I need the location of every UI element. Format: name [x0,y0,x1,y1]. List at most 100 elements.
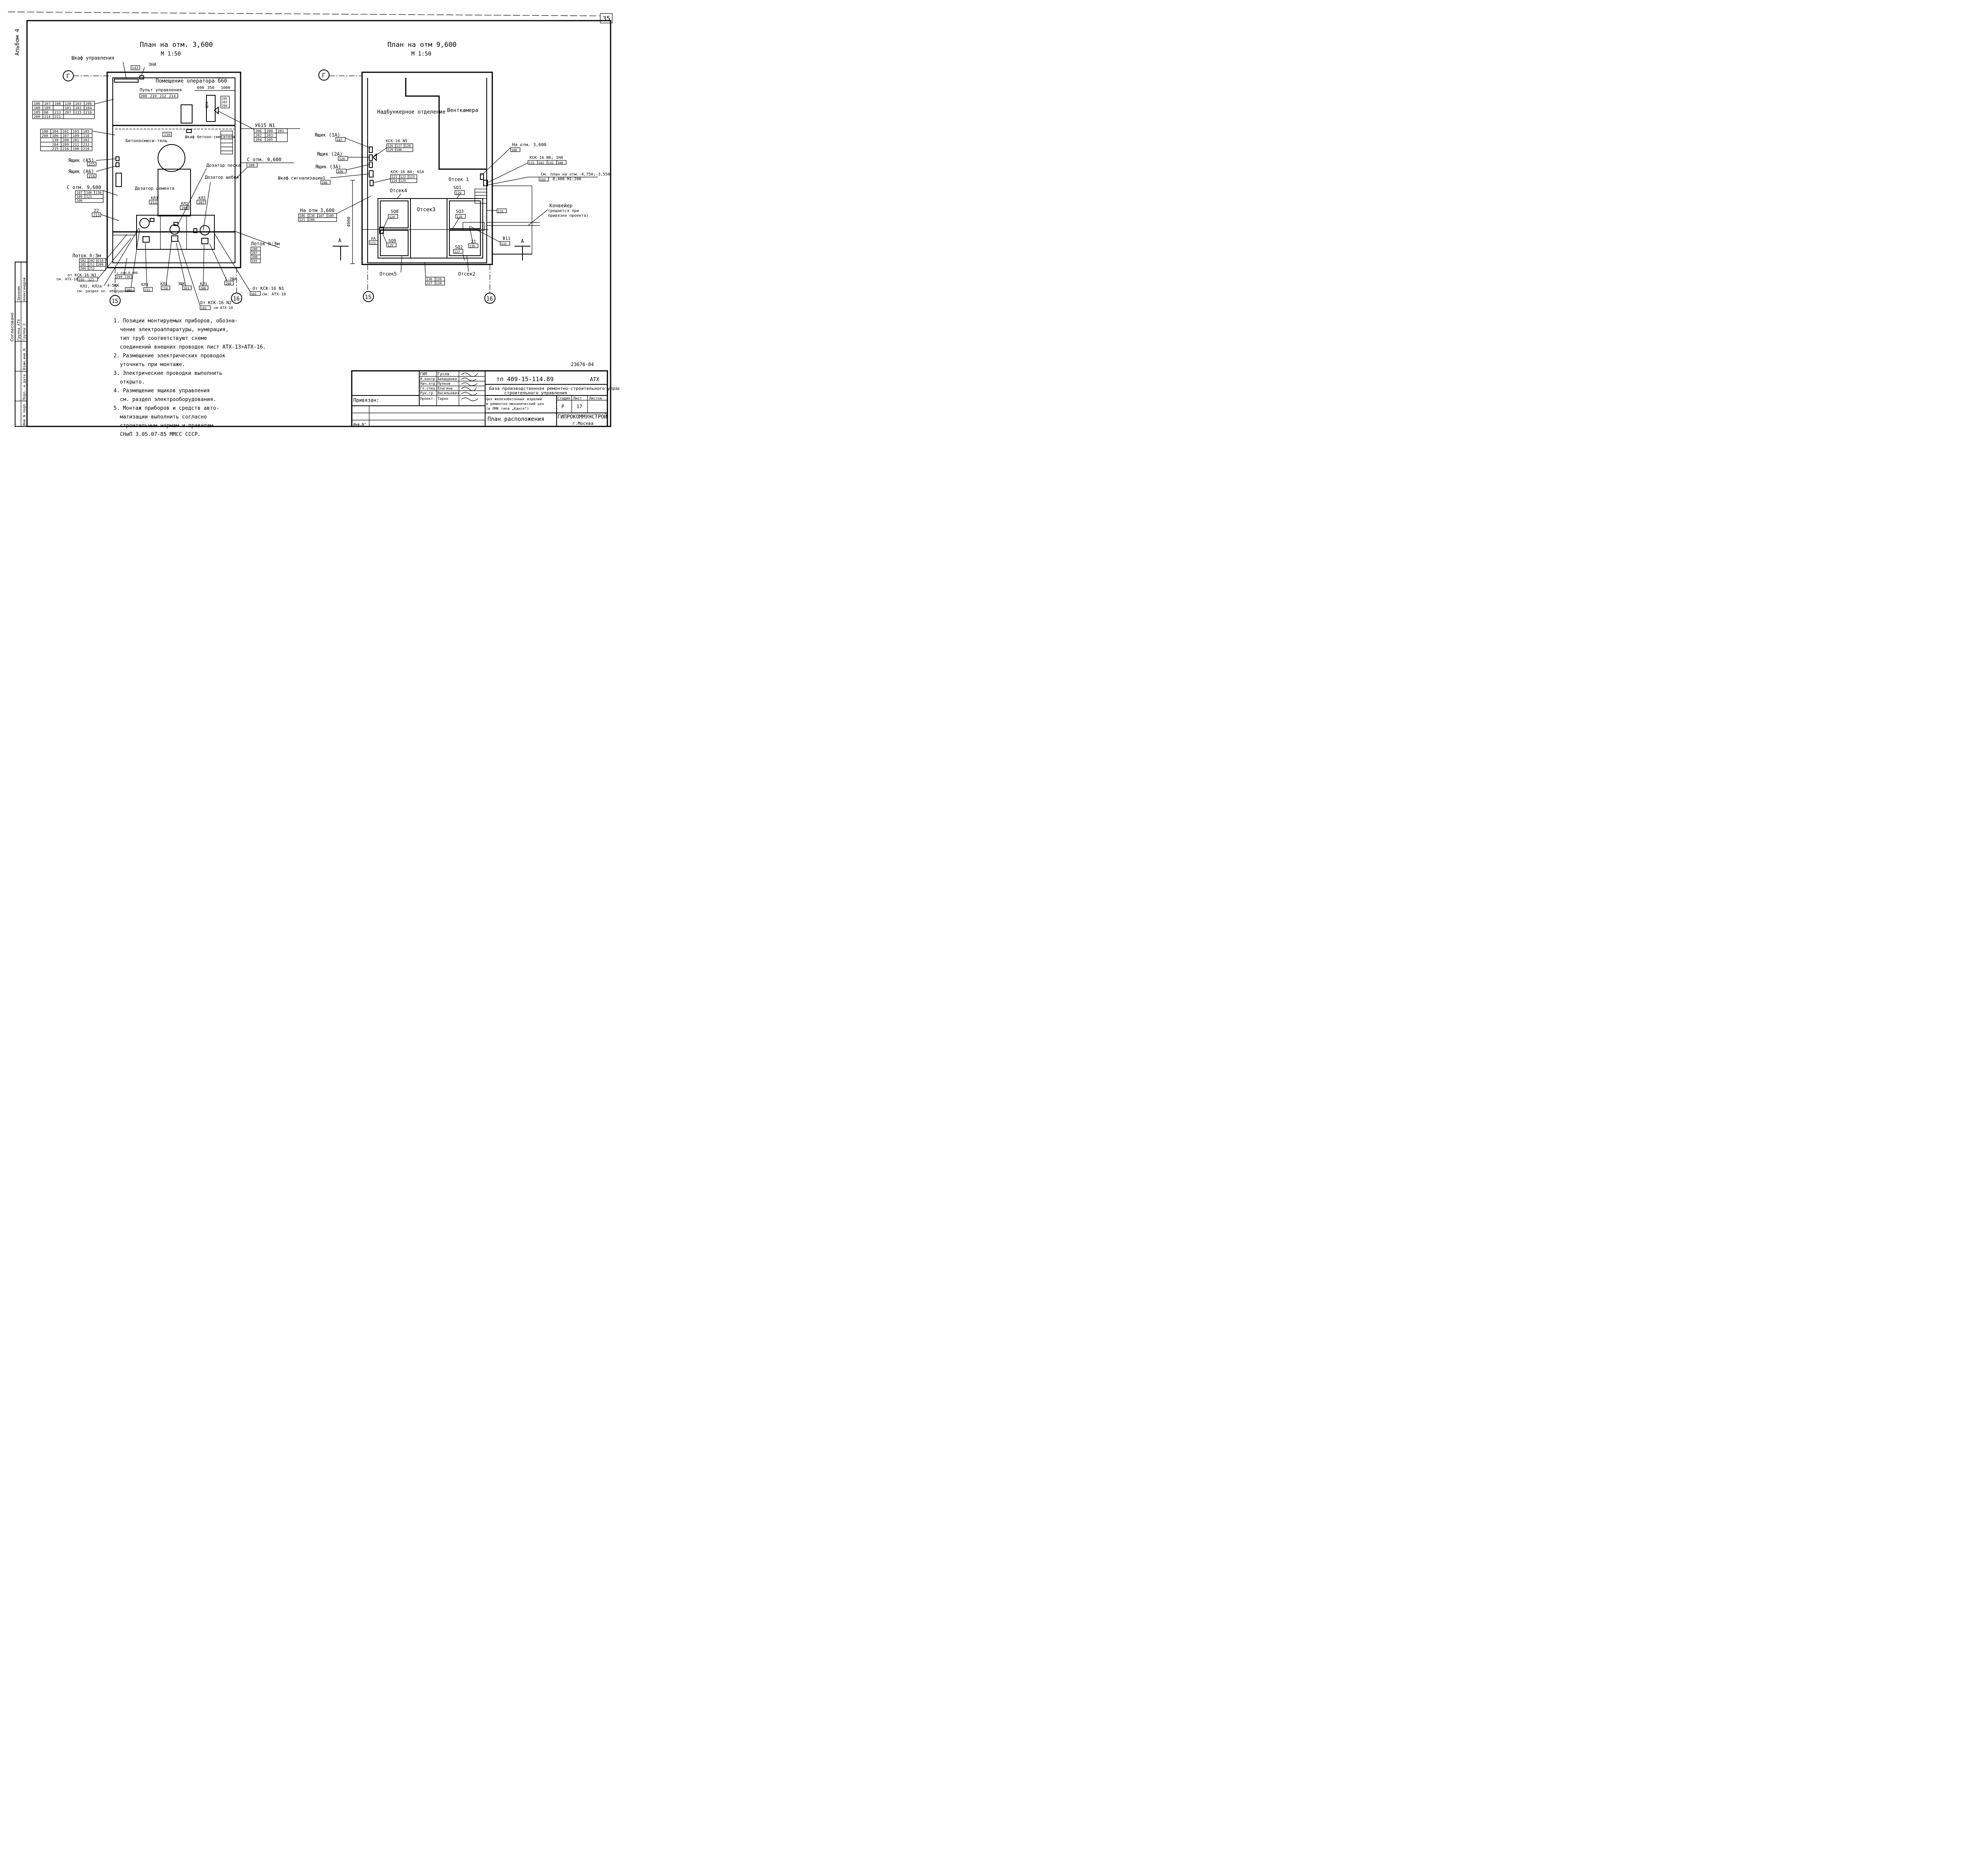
svg-text:124: 124 [389,215,395,219]
svg-text:1. Позиции монтируемых приборо: 1. Позиции монтируемых приборов, обозна- [114,318,238,324]
svg-text:130: 130 [52,139,58,143]
left-plan: План на отм. 3,600 М 1:50 Г Шкаф управле… [32,41,300,310]
notes: 1. Позиции монтируемых приборов, обозна-… [114,318,266,438]
u615-table: 206 200 201 202 203 204 205 [254,128,288,142]
svg-text:Отсек4: Отсек4 [390,188,407,193]
svg-text:204: 204 [52,143,58,147]
svg-text:1000: 1000 [221,86,230,90]
label-betonosmes: Бетоносмеси-тель [125,138,168,143]
stamp-object: База производственная ремонтно-строитель… [489,386,619,391]
svg-text:103: 103 [75,102,81,106]
svg-text:127: 127 [454,250,460,254]
side-stamp: Согласовано Группа АТХ Группа 3 Звонник … [10,262,27,427]
svg-text:121: 121 [391,175,397,179]
svg-text:108: 108 [511,148,517,152]
svg-text:130: 130 [96,191,102,195]
svg-text:108: 108 [42,130,48,134]
svg-text:131: 131 [498,210,504,213]
svg-text:(решается при: (решается при [548,209,579,213]
left-axis-g: Г [66,73,70,80]
svg-text:121: 121 [299,218,305,222]
label-nadbunk: Надбункерное отделение [377,109,445,115]
group-atx: Группа АТХ [17,319,21,341]
svg-text:Стадия: Стадия [557,397,570,401]
svg-text:208: 208 [141,94,147,98]
label-dozator-peska: Дозатор песка [206,163,241,168]
svg-text:104: 104 [117,275,123,279]
svg-text:126: 126 [436,278,442,281]
stamp-stage: Р [561,404,564,409]
svg-text:116: 116 [164,133,170,137]
sheet-number-box [600,13,613,23]
svg-text:201: 201 [183,287,189,290]
svg-text:211: 211 [54,115,61,119]
svg-text:101: 101 [251,292,257,296]
svg-text:121: 121 [88,278,94,281]
svg-text:СНиП 3.05.07-85 ММСС СССР.: СНиП 3.05.07-85 ММСС СССР. [120,432,201,438]
svg-text:привязке проекта): привязке проекта) [548,214,588,218]
podp: Подп. и дата [23,374,27,400]
label-yashchik-a6: Ящик (А6) [68,169,94,174]
svg-text:108: 108 [557,161,563,165]
svg-text:ЩСА: ЩСА [205,101,209,108]
svg-text:205: 205 [222,97,227,100]
right-plan-title: План на отм 9,600 [387,41,457,49]
sheet-frame [26,20,611,427]
stamp-plan-title: План расположения [488,416,544,422]
stamp-org: ГИПРОКОММУНСТРОЙ [557,414,607,420]
svg-text:Г: Г [322,72,326,79]
doc-number: 23676-04 [571,362,594,367]
svg-text:208: 208 [200,287,206,290]
svg-text:15: 15 [112,298,118,305]
svg-text:105: 105 [83,130,89,134]
sheet-number: 35 [603,15,610,22]
label-kl2-kl2a: КЛ2, КЛ2а [80,284,102,289]
label-lotok-left: Лоток h:3м [72,253,101,258]
svg-text:207: 207 [252,251,258,255]
zvonnik: Звонник [17,285,21,301]
svg-text:На отм. 3,600: На отм. 3,600 [512,142,546,147]
svg-text:100: 100 [34,106,40,110]
svg-text:Конвейер: Конвейер [549,203,572,208]
svg-text:4. Размещение ящиков управлени: 4. Размещение ящиков управления [114,388,210,394]
svg-text:Лист: Лист [573,397,582,401]
svg-text:КЛ1: КЛ1 [141,283,148,287]
label-3ha: 3НА [148,62,156,67]
svg-text:ГИП: ГИП [420,372,427,376]
svg-text:202: 202 [126,288,132,292]
svg-text:Листов: Листов [589,397,602,401]
svg-text:соединений внешних проводок ли: соединений внешних проводок лист АТХ-13÷… [120,344,266,350]
svg-text:Тарон: Тарон [437,397,448,401]
svg-text:128: 128 [457,215,463,219]
svg-text:102: 102 [538,161,544,165]
svg-text:131: 131 [529,161,535,165]
u615-label: У615 N1 [255,123,275,128]
svg-text:204: 204 [80,267,86,270]
svg-text:212: 212 [145,288,150,292]
svg-text:210: 210 [83,147,89,151]
svg-text:А: А [521,239,524,245]
svg-text:106: 106 [86,191,92,195]
label-ventkam: Венткамера [447,108,478,114]
pult-tags: 208 210 212 214 [139,93,178,98]
svg-text:105: 105 [80,263,86,266]
svg-text:211: 211 [89,263,95,266]
svg-text:214: 214 [169,94,175,98]
svg-text:209: 209 [62,143,69,147]
svg-text:209: 209 [34,115,40,119]
svg-text:Гусев: Гусев [437,372,449,376]
svg-text:Привязан:: Привязан: [353,397,379,403]
svg-text:107: 107 [77,191,83,195]
svg-text:210: 210 [98,259,104,262]
svg-text:130: 130 [65,102,71,106]
svg-text:1-2ЩК: 1-2ЩК [225,277,237,281]
drawing-canvas: 35 Альбом 4 Согласовано Группа АТХ Групп… [8,12,619,438]
stamp-city: г.Москва [572,421,594,426]
svg-text:А: А [338,238,341,244]
svg-text:матизации выполнить согласно: матизации выполнить согласно [120,414,207,420]
svg-text:КЛ2: КЛ2 [198,196,206,201]
svg-text:Елагина: Елагина [437,387,453,391]
svg-text:и ремонтно-механический цех: и ремонтно-механический цех [486,402,544,406]
